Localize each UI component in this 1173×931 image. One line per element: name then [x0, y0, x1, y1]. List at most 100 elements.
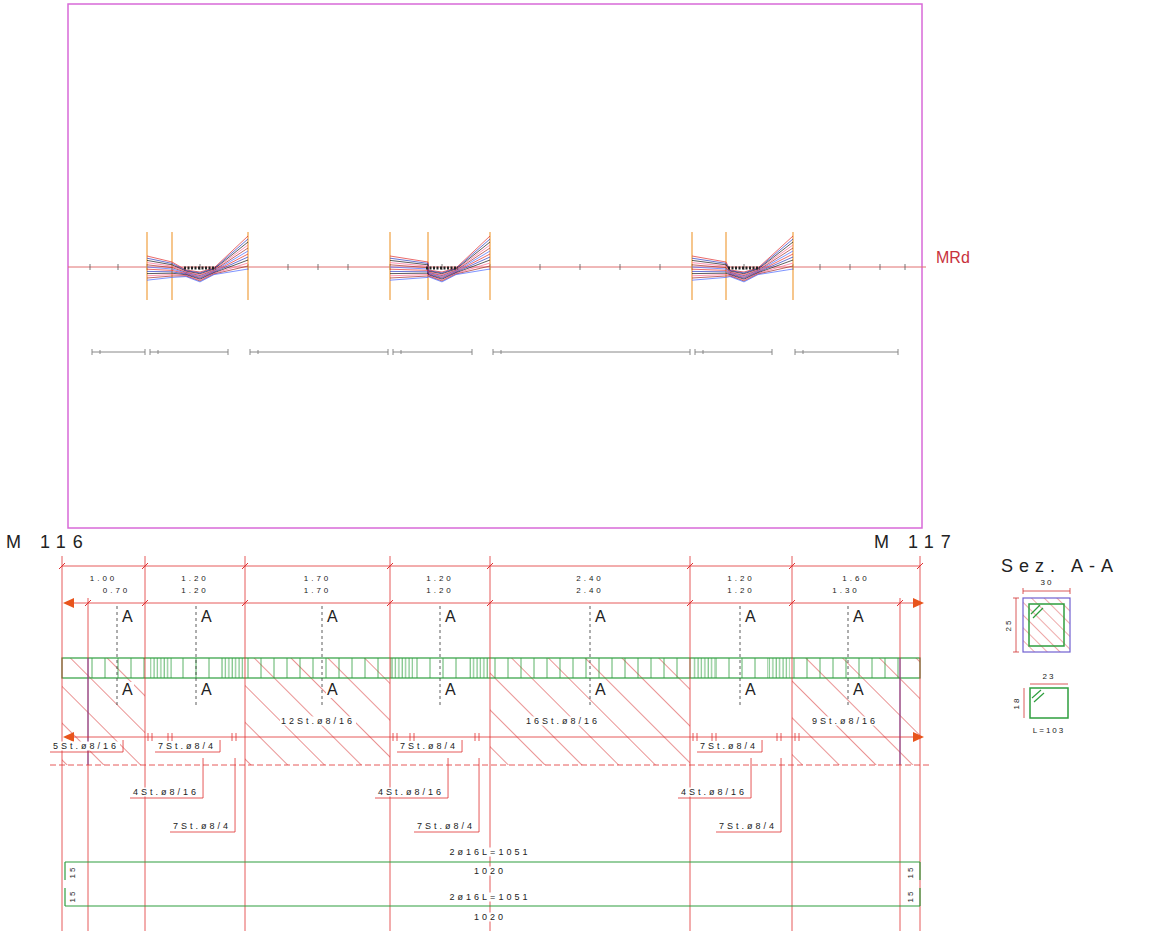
bar-length: 1020: [473, 913, 507, 922]
stirrup-group: [392, 658, 415, 678]
length-tick: [501, 350, 502, 354]
moment-marker: [426, 267, 458, 270]
stirrup-shape: [1030, 688, 1068, 718]
length-line: [493, 352, 690, 353]
zone-tick: [152, 733, 153, 741]
rebar-hook: [919, 862, 920, 880]
span-dimension: 1.20: [180, 575, 210, 583]
span-dimension: 1.60: [841, 575, 871, 583]
stirrup-ground: [222, 658, 245, 678]
dimension-tick: [242, 600, 248, 606]
section-cut-line: [590, 606, 591, 706]
section-cut-line: [196, 606, 197, 706]
length-tick: [795, 349, 796, 355]
dimension-tick: [59, 563, 65, 569]
diagram-frame: [68, 4, 922, 528]
axis-tick: [620, 264, 621, 270]
grid-line: [245, 556, 246, 931]
stirrup-callout: 12St.ø8/16: [280, 717, 356, 726]
section-marker: A: [444, 682, 457, 698]
dimension-tick: [387, 563, 393, 569]
stirrup-ground: [768, 658, 790, 678]
section-marker: A: [744, 609, 757, 625]
hook-length: 15: [69, 865, 77, 880]
beam-bottom-line: [50, 765, 930, 766]
leader-line: [479, 758, 480, 832]
stirrup-group: [150, 658, 173, 678]
axis-tick: [850, 264, 851, 270]
zone-tick: [479, 733, 480, 741]
leader-line: [414, 832, 479, 833]
rebar-hook: [64, 862, 65, 880]
moment-marker: [184, 267, 216, 270]
section-dimension: L=103: [1032, 727, 1066, 735]
length-tick: [393, 349, 394, 355]
stirrup-callout: 7St.ø8/4: [172, 822, 232, 831]
moment-curve: [147, 266, 248, 281]
stirrup-group: [768, 658, 790, 678]
length-tick: [690, 349, 691, 355]
stirrup-hook: [1033, 608, 1043, 618]
zone-tick: [232, 733, 233, 741]
dimension-line: [1024, 688, 1025, 718]
dimension-tick: [85, 600, 91, 606]
grid-line: [145, 556, 146, 931]
section-marker: A: [852, 682, 865, 698]
section-dimension: 30: [1040, 579, 1055, 587]
length-line: [393, 352, 472, 353]
length-tick: [258, 350, 259, 354]
stirrup-ground: [150, 658, 173, 678]
zone-tick: [716, 733, 717, 741]
stirrup-callout: 7St.ø8/4: [157, 742, 217, 751]
moment-curve: [692, 269, 793, 282]
leader-line: [397, 752, 462, 753]
axis-tick: [118, 264, 119, 270]
end-arrow: [913, 732, 924, 742]
stirrup-group: [88, 658, 900, 678]
dimension-tick: [1070, 588, 1071, 594]
section-dimension: 18: [1013, 696, 1021, 711]
zone-tick: [397, 733, 398, 741]
stirrup-callout: 7St.ø8/4: [399, 742, 459, 751]
length-tick: [388, 349, 389, 355]
moment-marker: [728, 267, 760, 270]
dimension-line: [1023, 591, 1070, 592]
length-tick: [158, 350, 159, 354]
span-dimension: 0.70: [102, 587, 132, 595]
leader-line: [697, 752, 762, 753]
moment-curve: [692, 266, 793, 281]
length-tick: [472, 349, 473, 355]
axis-tick: [660, 264, 661, 270]
axis-line: [68, 267, 926, 268]
zone-tick: [172, 733, 173, 741]
leader-line: [170, 832, 235, 833]
axis-tick: [905, 264, 906, 270]
leader-line: [123, 740, 124, 752]
length-tick: [401, 350, 402, 354]
end-arrow: [63, 732, 74, 742]
beam-outline: [62, 658, 920, 678]
section-marker-line: [146, 232, 147, 300]
stirrup-hook: [1034, 693, 1044, 702]
section-outline: [1023, 598, 1070, 652]
dimension-line: [70, 603, 916, 604]
length-line: [795, 352, 898, 353]
axis-tick: [540, 264, 541, 270]
stirrup-group: [222, 658, 245, 678]
stirrup-ground: [468, 658, 490, 678]
span-dimension: 1.20: [180, 587, 210, 595]
length-tick: [898, 349, 899, 355]
section-stirrup: [1029, 604, 1064, 646]
dimension-tick: [142, 563, 148, 569]
zone-tick: [712, 733, 713, 741]
axis-tick: [288, 264, 289, 270]
length-tick: [92, 349, 93, 355]
leader-line: [448, 758, 449, 798]
zone-tick: [410, 733, 411, 741]
dimension-tick: [789, 600, 795, 606]
leader-line: [751, 758, 752, 798]
zone-tick: [795, 733, 796, 741]
grid-line: [690, 556, 691, 931]
rebar-hook: [919, 888, 920, 906]
section-dimension: 23: [1042, 673, 1057, 681]
